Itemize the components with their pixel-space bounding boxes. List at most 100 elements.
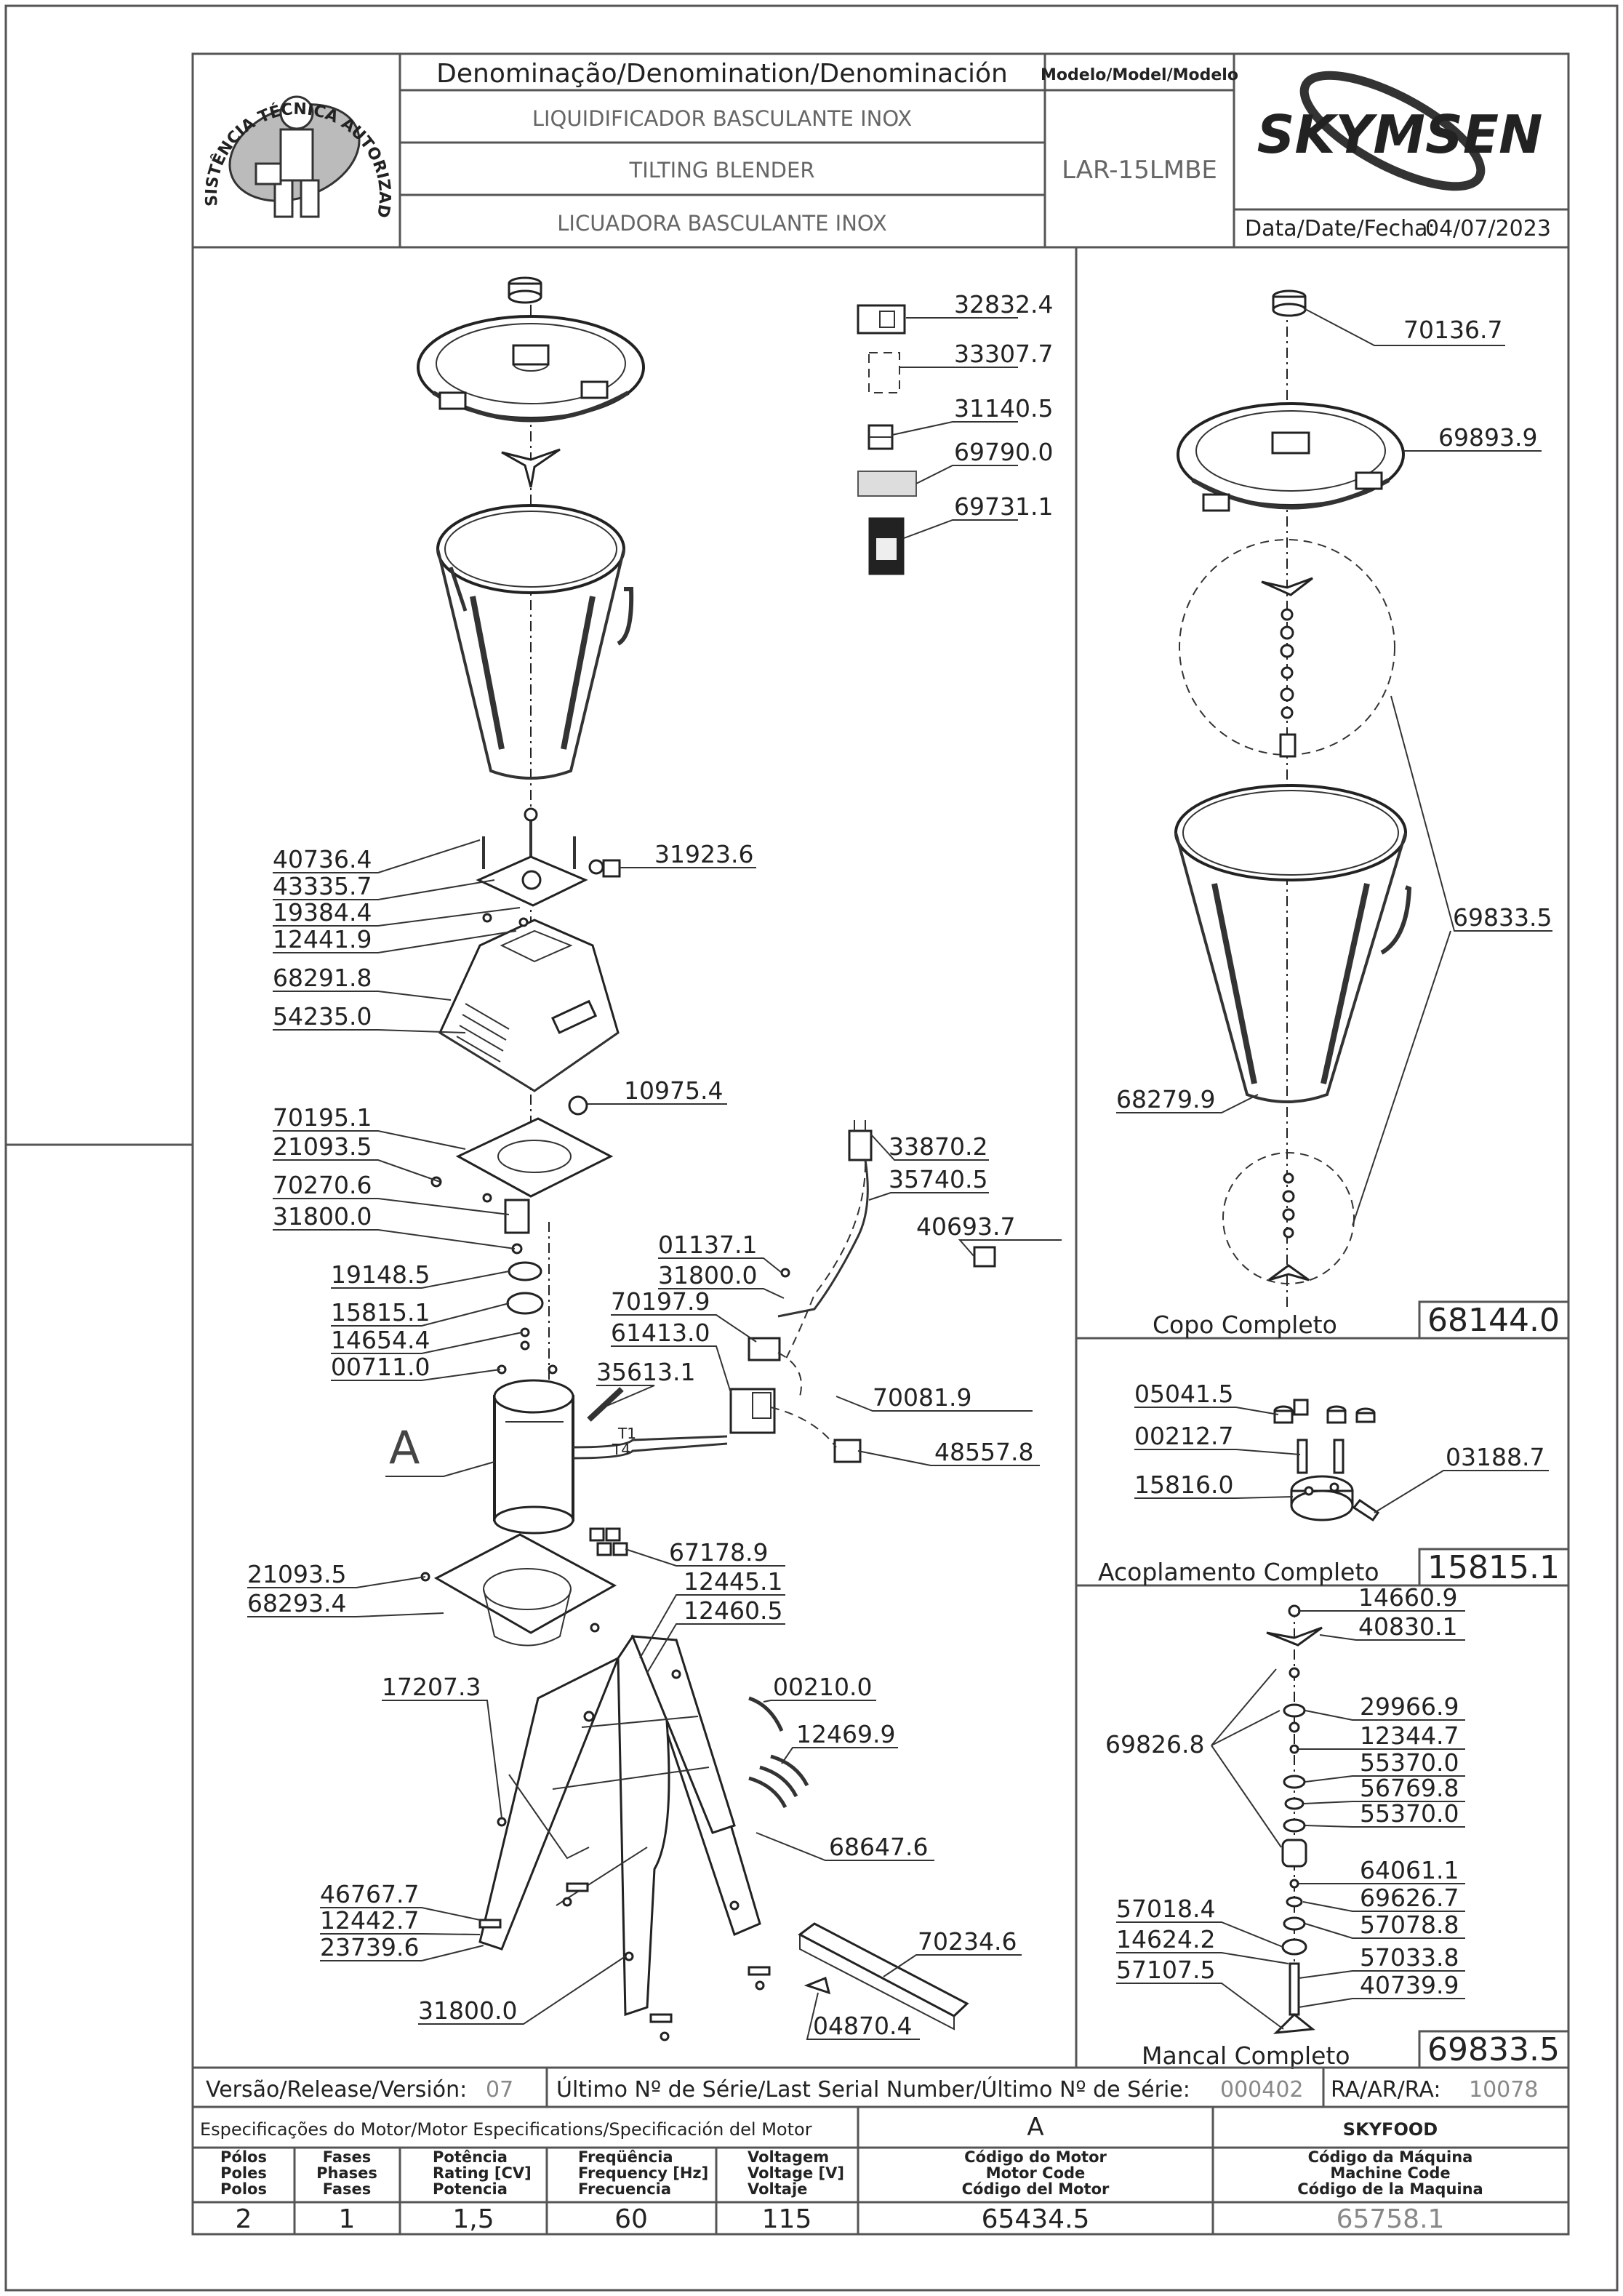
model-title: Modelo/Model/Modelo: [1041, 66, 1238, 84]
part-label: 57107.5: [1116, 1956, 1215, 1984]
acoplamento-code: 15815.1: [1427, 1549, 1560, 1586]
part-label: 12441.9: [273, 925, 372, 953]
part-label: 35740.5: [889, 1165, 987, 1193]
springs: [748, 1696, 809, 1809]
motor-a: [493, 1379, 728, 1535]
main-lid: [417, 315, 645, 423]
part-label: 57078.8: [1360, 1911, 1459, 1939]
main-leaders: [247, 839, 626, 2025]
tilt-lever: [798, 1922, 969, 2031]
misc-hardware: [420, 859, 831, 2041]
skymsen-logo: SKYMSEN: [1257, 71, 1543, 191]
screws-top: [482, 807, 576, 869]
name-es: LICUADORA BASCULANTE INOX: [557, 211, 887, 236]
part-label: 57018.4: [1116, 1895, 1215, 1923]
part-label: 12442.7: [320, 1906, 419, 1935]
acoplamento-completo-panel: 05041.5 00212.7 15816.0 03188.7 Acoplame…: [1098, 1380, 1570, 1587]
svg-text:Machine Code: Machine Code: [1330, 2164, 1450, 2182]
part-label: 40739.9: [1360, 1971, 1459, 1999]
svg-text:Poles: Poles: [220, 2164, 267, 2182]
spec-title: Especificações do Motor/Motor Especifica…: [200, 2119, 812, 2140]
part-label: 69626.7: [1360, 1884, 1459, 1912]
svg-text:Frecuencia: Frecuencia: [578, 2180, 671, 2198]
coupling-stack: [504, 1199, 544, 1351]
part-label: 55370.0: [1360, 1799, 1459, 1828]
date-label: Data/Date/Fecha:: [1245, 216, 1435, 241]
rating-value: 1,5: [452, 2204, 494, 2234]
model-value: LAR-15LMBE: [1062, 156, 1217, 185]
bearing-plate: [476, 855, 604, 907]
part-label: 40830.1: [1358, 1612, 1457, 1641]
part-label: 43335.7: [273, 872, 372, 900]
terminal-blocks: [589, 1527, 628, 1556]
version-label: Versão/Release/Versión:: [206, 2077, 467, 2103]
part-label: 57033.8: [1360, 1943, 1459, 1972]
svg-text:Código da Máquina: Código da Máquina: [1308, 2148, 1473, 2166]
part-label: 17207.3: [382, 1673, 481, 1701]
part-label: 68293.4: [247, 1589, 346, 1617]
copo-completo-panel: 70136.7 69893.9 69833.5 68279.9 Copo Com…: [1116, 289, 1570, 1340]
part-label: 15816.0: [1134, 1471, 1233, 1499]
part-label: 31800.0: [658, 1261, 757, 1289]
date-value: 04/07/2023: [1425, 216, 1551, 241]
terminal-label: T1: [617, 1425, 636, 1442]
phases-value: 1: [339, 2204, 356, 2234]
main-right-labels: 32832.4 33307.7 31140.5 69790.0 69731.1 …: [596, 290, 1053, 2040]
part-label: 68279.9: [1116, 1085, 1215, 1113]
part-label: 12460.5: [684, 1596, 782, 1625]
lid-knob: [508, 276, 542, 304]
badge-text: ASSISTÊNCIA TÉCNICA AUTORIZADA: [0, 0, 393, 219]
part-label: 04870.4: [813, 2012, 912, 2040]
part-label: 70081.9: [873, 1383, 971, 1412]
svg-text:Voltage [V]: Voltage [V]: [748, 2164, 844, 2182]
footer-table: Versão/Release/Versión: 07 Último Nº de …: [193, 2066, 1568, 2234]
brand-name-footer: SKYFOOD: [1343, 2119, 1438, 2140]
part-label: 33307.7: [954, 340, 1053, 368]
part-label: 10975.4: [624, 1076, 723, 1105]
part-label: 19148.5: [331, 1260, 430, 1289]
part-label: 15815.1: [331, 1298, 430, 1327]
motor-code-value: 65434.5: [982, 2204, 1090, 2234]
part-label: 56769.8: [1360, 1774, 1459, 1802]
denomination-title: Denominação/Denomination/Denominación: [436, 59, 1008, 89]
part-label: 69790.0: [954, 438, 1053, 466]
mancal-completo-panel: 14660.9 40830.1 29966.9 12344.7 55370.0 …: [1105, 1583, 1570, 2070]
part-label: 69731.1: [954, 492, 1053, 521]
motor-housing: [438, 919, 620, 1092]
part-label: 35613.1: [596, 1358, 695, 1386]
part-label: 00711.0: [331, 1353, 430, 1381]
part-label: 70195.1: [273, 1103, 372, 1132]
brand-name: SKYMSEN: [1257, 104, 1543, 165]
fan-base-plate: [433, 1533, 617, 1647]
main-exploded-view: 40736.4 43335.7 19384.4 12441.9 68291.8 …: [247, 276, 1062, 2041]
mancal-title: Mancal Completo: [1142, 2041, 1350, 2070]
svg-text:Voltagem: Voltagem: [748, 2148, 829, 2166]
part-label: 14660.9: [1358, 1583, 1457, 1612]
tilting-stand: [478, 1634, 771, 2023]
name-pt: LIQUIDIFICADOR BASCULANTE INOX: [532, 106, 912, 131]
blade-small: [501, 448, 561, 488]
copo-completo-title: Copo Completo: [1153, 1311, 1337, 1339]
title-block: ASSISTÊNCIA TÉCNICA AUTORIZADA Denominaç…: [0, 0, 1568, 249]
frequency-value: 60: [614, 2204, 648, 2234]
part-label: 46767.7: [320, 1880, 419, 1908]
serial-value: 000402: [1220, 2077, 1304, 2103]
voltage-value: 115: [762, 2204, 812, 2234]
part-label: 69833.5: [1453, 903, 1552, 932]
part-label: 05041.5: [1134, 1380, 1233, 1408]
svg-text:Rating [CV]: Rating [CV]: [433, 2164, 532, 2182]
part-label: 29966.9: [1360, 1692, 1459, 1721]
main-jar: [436, 504, 634, 780]
ra-value: 10078: [1469, 2077, 1538, 2103]
svg-text:Pólos: Pólos: [220, 2148, 267, 2166]
part-label: 61413.0: [611, 1319, 710, 1347]
part-label: 14654.4: [331, 1326, 430, 1354]
part-label: 70234.6: [918, 1927, 1017, 1956]
electrical-parts: [729, 1120, 996, 1463]
part-label: 00212.7: [1134, 1422, 1233, 1450]
part-label: 69826.8: [1105, 1730, 1204, 1759]
part-label: 23739.6: [320, 1933, 419, 1961]
svg-text:Phases: Phases: [316, 2164, 377, 2182]
svg-text:Código del Motor: Código del Motor: [962, 2180, 1110, 2198]
